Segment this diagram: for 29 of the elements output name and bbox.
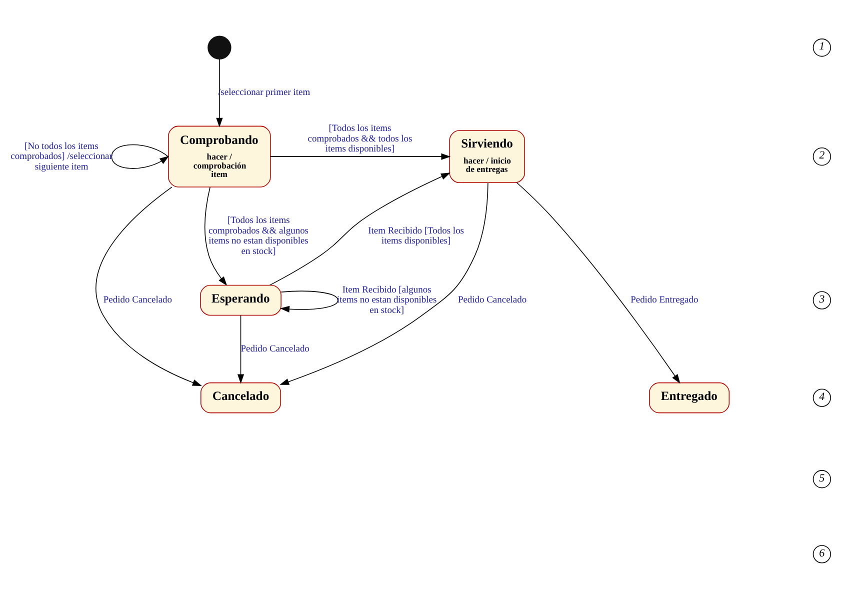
arrow	[204, 186, 228, 286]
label: 4	[819, 390, 825, 402]
node-box: Cancelado	[200, 382, 282, 413]
node-box: Sirviendo hacer / inicio de entregas	[449, 130, 526, 183]
arrow	[270, 152, 451, 160]
edge-label: Pedido Cancelado	[458, 295, 527, 306]
label: 3	[819, 292, 825, 305]
node-circle	[208, 35, 232, 59]
edge-label: Pedido Cancelado	[240, 344, 310, 354]
edge-label: [Todos los items comprobados && algunos items no estan disponibles en stock]	[208, 215, 308, 256]
arrow	[111, 144, 170, 168]
edge-label: [Todos los items comprobados && todos los items disponibles]	[308, 123, 412, 154]
label: 2	[819, 149, 825, 162]
arrow	[280, 290, 338, 312]
edge-label: Pedido Cancelado	[103, 295, 172, 306]
arrow	[280, 182, 488, 384]
node-box: Entregado	[649, 382, 730, 413]
label: 6	[819, 546, 825, 559]
arrow	[237, 314, 244, 384]
arrow	[269, 172, 450, 286]
label: 1	[819, 40, 825, 52]
arrow	[216, 58, 223, 127]
arrow	[516, 182, 680, 384]
arrow	[96, 186, 202, 386]
edge-label: Pedido Entregado	[630, 295, 698, 306]
label: 5	[819, 472, 825, 484]
node-box: Esperando	[200, 284, 282, 316]
edge-label: Item Recibido [Todos los items disponibles]	[368, 226, 464, 246]
node-box: Comprobando hacer / comprobación item	[168, 125, 271, 187]
